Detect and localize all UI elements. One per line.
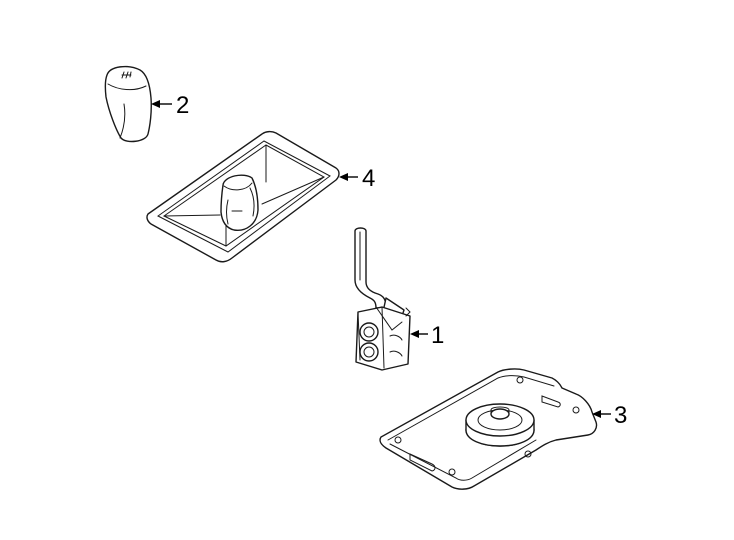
shift-boot	[146, 130, 340, 263]
shifter-assembly	[354, 227, 411, 371]
callout-1: 1	[410, 322, 444, 349]
callout-1-label: 1	[431, 322, 444, 349]
callout-2: 2	[151, 92, 189, 119]
callout-4-label: 4	[362, 165, 375, 192]
callout-4: 4	[339, 165, 375, 192]
callout-3: 3	[592, 402, 627, 429]
shift-knob	[104, 65, 152, 143]
callout-2-label: 2	[176, 92, 189, 119]
mounting-bracket	[379, 368, 598, 490]
callout-3-label: 3	[614, 402, 627, 429]
